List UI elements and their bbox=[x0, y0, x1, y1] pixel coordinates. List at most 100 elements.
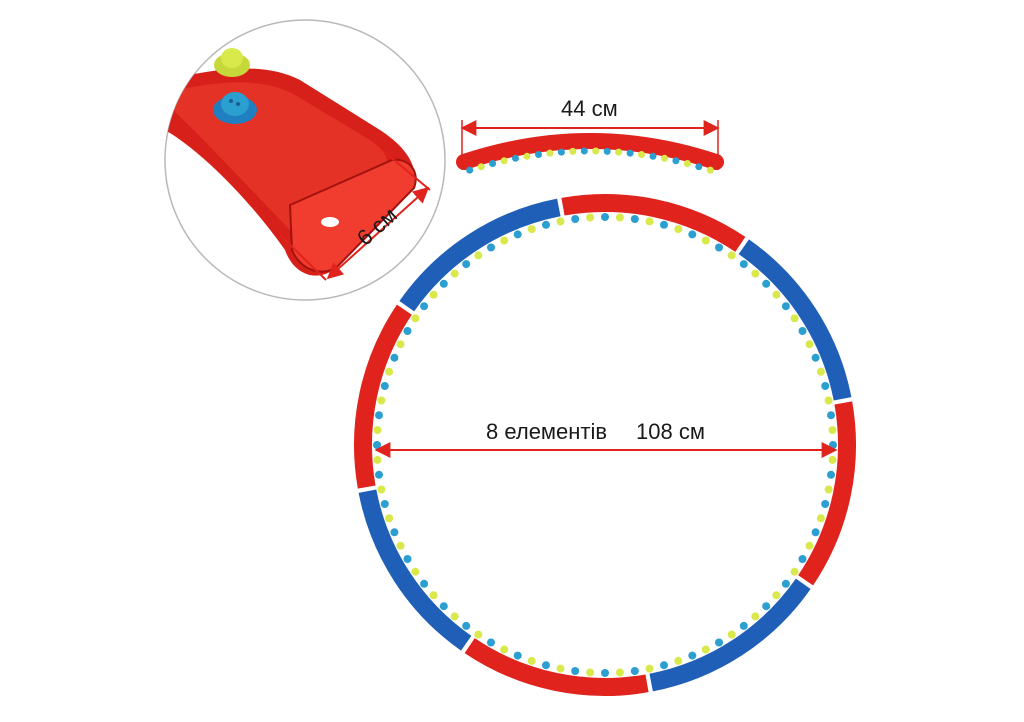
massage-ball bbox=[450, 612, 459, 621]
massage-ball bbox=[821, 500, 830, 508]
massage-ball bbox=[672, 157, 680, 165]
massage-ball bbox=[816, 367, 825, 376]
massage-ball bbox=[462, 621, 471, 630]
massage-ball bbox=[824, 396, 833, 405]
massage-ball bbox=[396, 541, 405, 550]
massage-ball bbox=[462, 260, 471, 269]
hoop-massage-balls bbox=[373, 213, 837, 677]
massage-ball bbox=[727, 630, 736, 639]
massage-ball bbox=[500, 645, 509, 654]
hoop-segment bbox=[354, 304, 412, 489]
massage-ball bbox=[546, 149, 554, 157]
massage-ball bbox=[500, 157, 508, 165]
massage-ball bbox=[828, 455, 837, 464]
massage-ball bbox=[429, 591, 438, 600]
hoop-segment bbox=[738, 239, 852, 401]
massage-ball bbox=[569, 147, 577, 155]
hoop-segment bbox=[464, 638, 649, 696]
massage-ball bbox=[411, 567, 420, 576]
massage-ball bbox=[429, 290, 438, 299]
inset-detail bbox=[164, 19, 446, 301]
massage-ball bbox=[380, 500, 389, 508]
massage-ball bbox=[439, 279, 448, 288]
massage-ball bbox=[377, 396, 386, 405]
massage-ball bbox=[420, 579, 429, 588]
massage-ball bbox=[772, 290, 781, 299]
element-count-label: 8 елементів bbox=[486, 419, 608, 444]
massage-ball bbox=[674, 656, 683, 665]
massage-ball bbox=[829, 441, 837, 449]
massage-ball bbox=[762, 279, 771, 288]
massage-ball bbox=[781, 579, 790, 588]
massage-ball bbox=[489, 160, 497, 167]
massage-ball bbox=[390, 353, 399, 362]
massage-ball bbox=[396, 340, 405, 349]
massage-ball bbox=[450, 269, 459, 278]
massage-ball bbox=[542, 220, 550, 229]
segment-massage-balls bbox=[466, 147, 714, 174]
hoop-segment bbox=[798, 401, 856, 586]
massage-ball bbox=[727, 251, 736, 260]
width-arrow-tick bbox=[381, 149, 431, 191]
massage-ball bbox=[601, 669, 609, 677]
massage-ball bbox=[512, 154, 519, 162]
massage-ball bbox=[523, 152, 531, 160]
hoop-segment bbox=[561, 194, 746, 252]
massage-ball bbox=[827, 470, 835, 479]
massage-ball bbox=[739, 621, 748, 630]
massage-ball bbox=[790, 567, 799, 576]
massage-ball bbox=[660, 661, 668, 670]
massage-ball bbox=[824, 485, 833, 494]
massage-ball bbox=[586, 668, 595, 677]
massage-ball bbox=[500, 236, 509, 245]
massage-ball bbox=[615, 148, 623, 156]
massage-ball bbox=[380, 382, 389, 390]
massage-ball bbox=[375, 411, 383, 420]
massage-ball bbox=[688, 230, 697, 239]
massage-ball bbox=[556, 217, 565, 226]
massage-ball bbox=[601, 213, 609, 221]
massage-ball bbox=[751, 612, 760, 621]
massage-ball bbox=[715, 638, 723, 647]
massage-ball bbox=[701, 645, 710, 654]
massage-ball bbox=[420, 302, 429, 311]
massage-ball bbox=[487, 638, 495, 647]
width-arrow bbox=[326, 186, 430, 280]
massage-ball bbox=[715, 243, 723, 252]
massage-ball bbox=[805, 541, 814, 550]
massage-ball bbox=[701, 236, 710, 245]
massage-ball bbox=[477, 163, 485, 171]
massage-ball bbox=[373, 455, 382, 464]
massage-ball bbox=[556, 664, 565, 673]
massage-ball bbox=[661, 154, 668, 162]
massage-ball bbox=[751, 269, 760, 278]
massage-ball bbox=[821, 382, 830, 390]
massage-ball bbox=[811, 528, 820, 537]
massage-ball bbox=[527, 656, 536, 665]
massage-ball bbox=[683, 160, 691, 167]
massage-ball bbox=[474, 630, 483, 639]
massage-ball bbox=[557, 148, 565, 156]
massage-ball bbox=[411, 314, 420, 323]
massage-ball bbox=[377, 485, 386, 494]
diameter-label: 108 см bbox=[636, 419, 705, 444]
massage-ball bbox=[466, 166, 474, 174]
massage-ball bbox=[373, 441, 381, 449]
massage-ball bbox=[798, 555, 807, 563]
massage-ball bbox=[828, 426, 837, 435]
massage-ball bbox=[649, 152, 657, 160]
massage-ball bbox=[586, 213, 595, 222]
massage-ball bbox=[390, 528, 399, 537]
arc-length-label: 44 см bbox=[561, 96, 618, 121]
massage-ball bbox=[827, 411, 835, 420]
massage-ball bbox=[403, 555, 412, 563]
massage-ball bbox=[535, 151, 542, 158]
massage-ball bbox=[439, 602, 448, 611]
massage-ball bbox=[630, 667, 639, 675]
massage-ball bbox=[688, 651, 697, 660]
massage-ball bbox=[762, 602, 771, 611]
massage-ball bbox=[805, 340, 814, 349]
massage-ball bbox=[571, 215, 580, 223]
massage-ball bbox=[542, 661, 550, 670]
